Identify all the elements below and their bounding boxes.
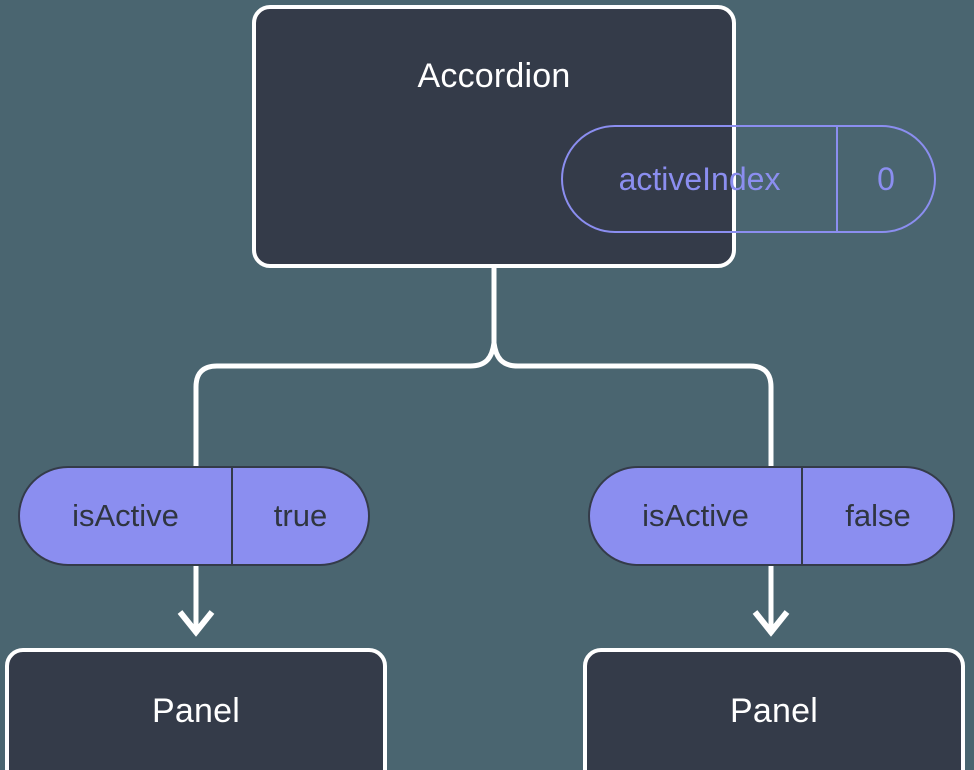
prop-pill-isactive-true[interactable]: isActive true [18,466,370,566]
node-panel-left-title: Panel [152,692,240,730]
node-panel-right[interactable]: Panel [583,648,965,770]
arrow-head-right-icon [752,610,790,637]
arrow-head-left-icon [177,610,215,637]
state-pill-activeindex[interactable]: activeIndex 0 [561,125,936,233]
node-panel-left[interactable]: Panel [5,648,387,770]
prop-pill-isactive-false[interactable]: isActive false [588,466,955,566]
state-pill-key: activeIndex [563,127,838,231]
state-pill-value: 0 [877,160,895,197]
connector-fork-left [193,342,497,466]
prop-pill-key: isActive [590,468,803,564]
node-accordion-title: Accordion [417,57,571,95]
connector-fork-right [491,342,774,466]
prop-pill-value: false [845,498,911,533]
node-panel-right-title: Panel [730,692,818,730]
node-accordion[interactable]: Accordion activeIndex 0 [252,5,936,268]
prop-pill-key: isActive [20,468,233,564]
prop-pill-value: true [273,498,328,533]
